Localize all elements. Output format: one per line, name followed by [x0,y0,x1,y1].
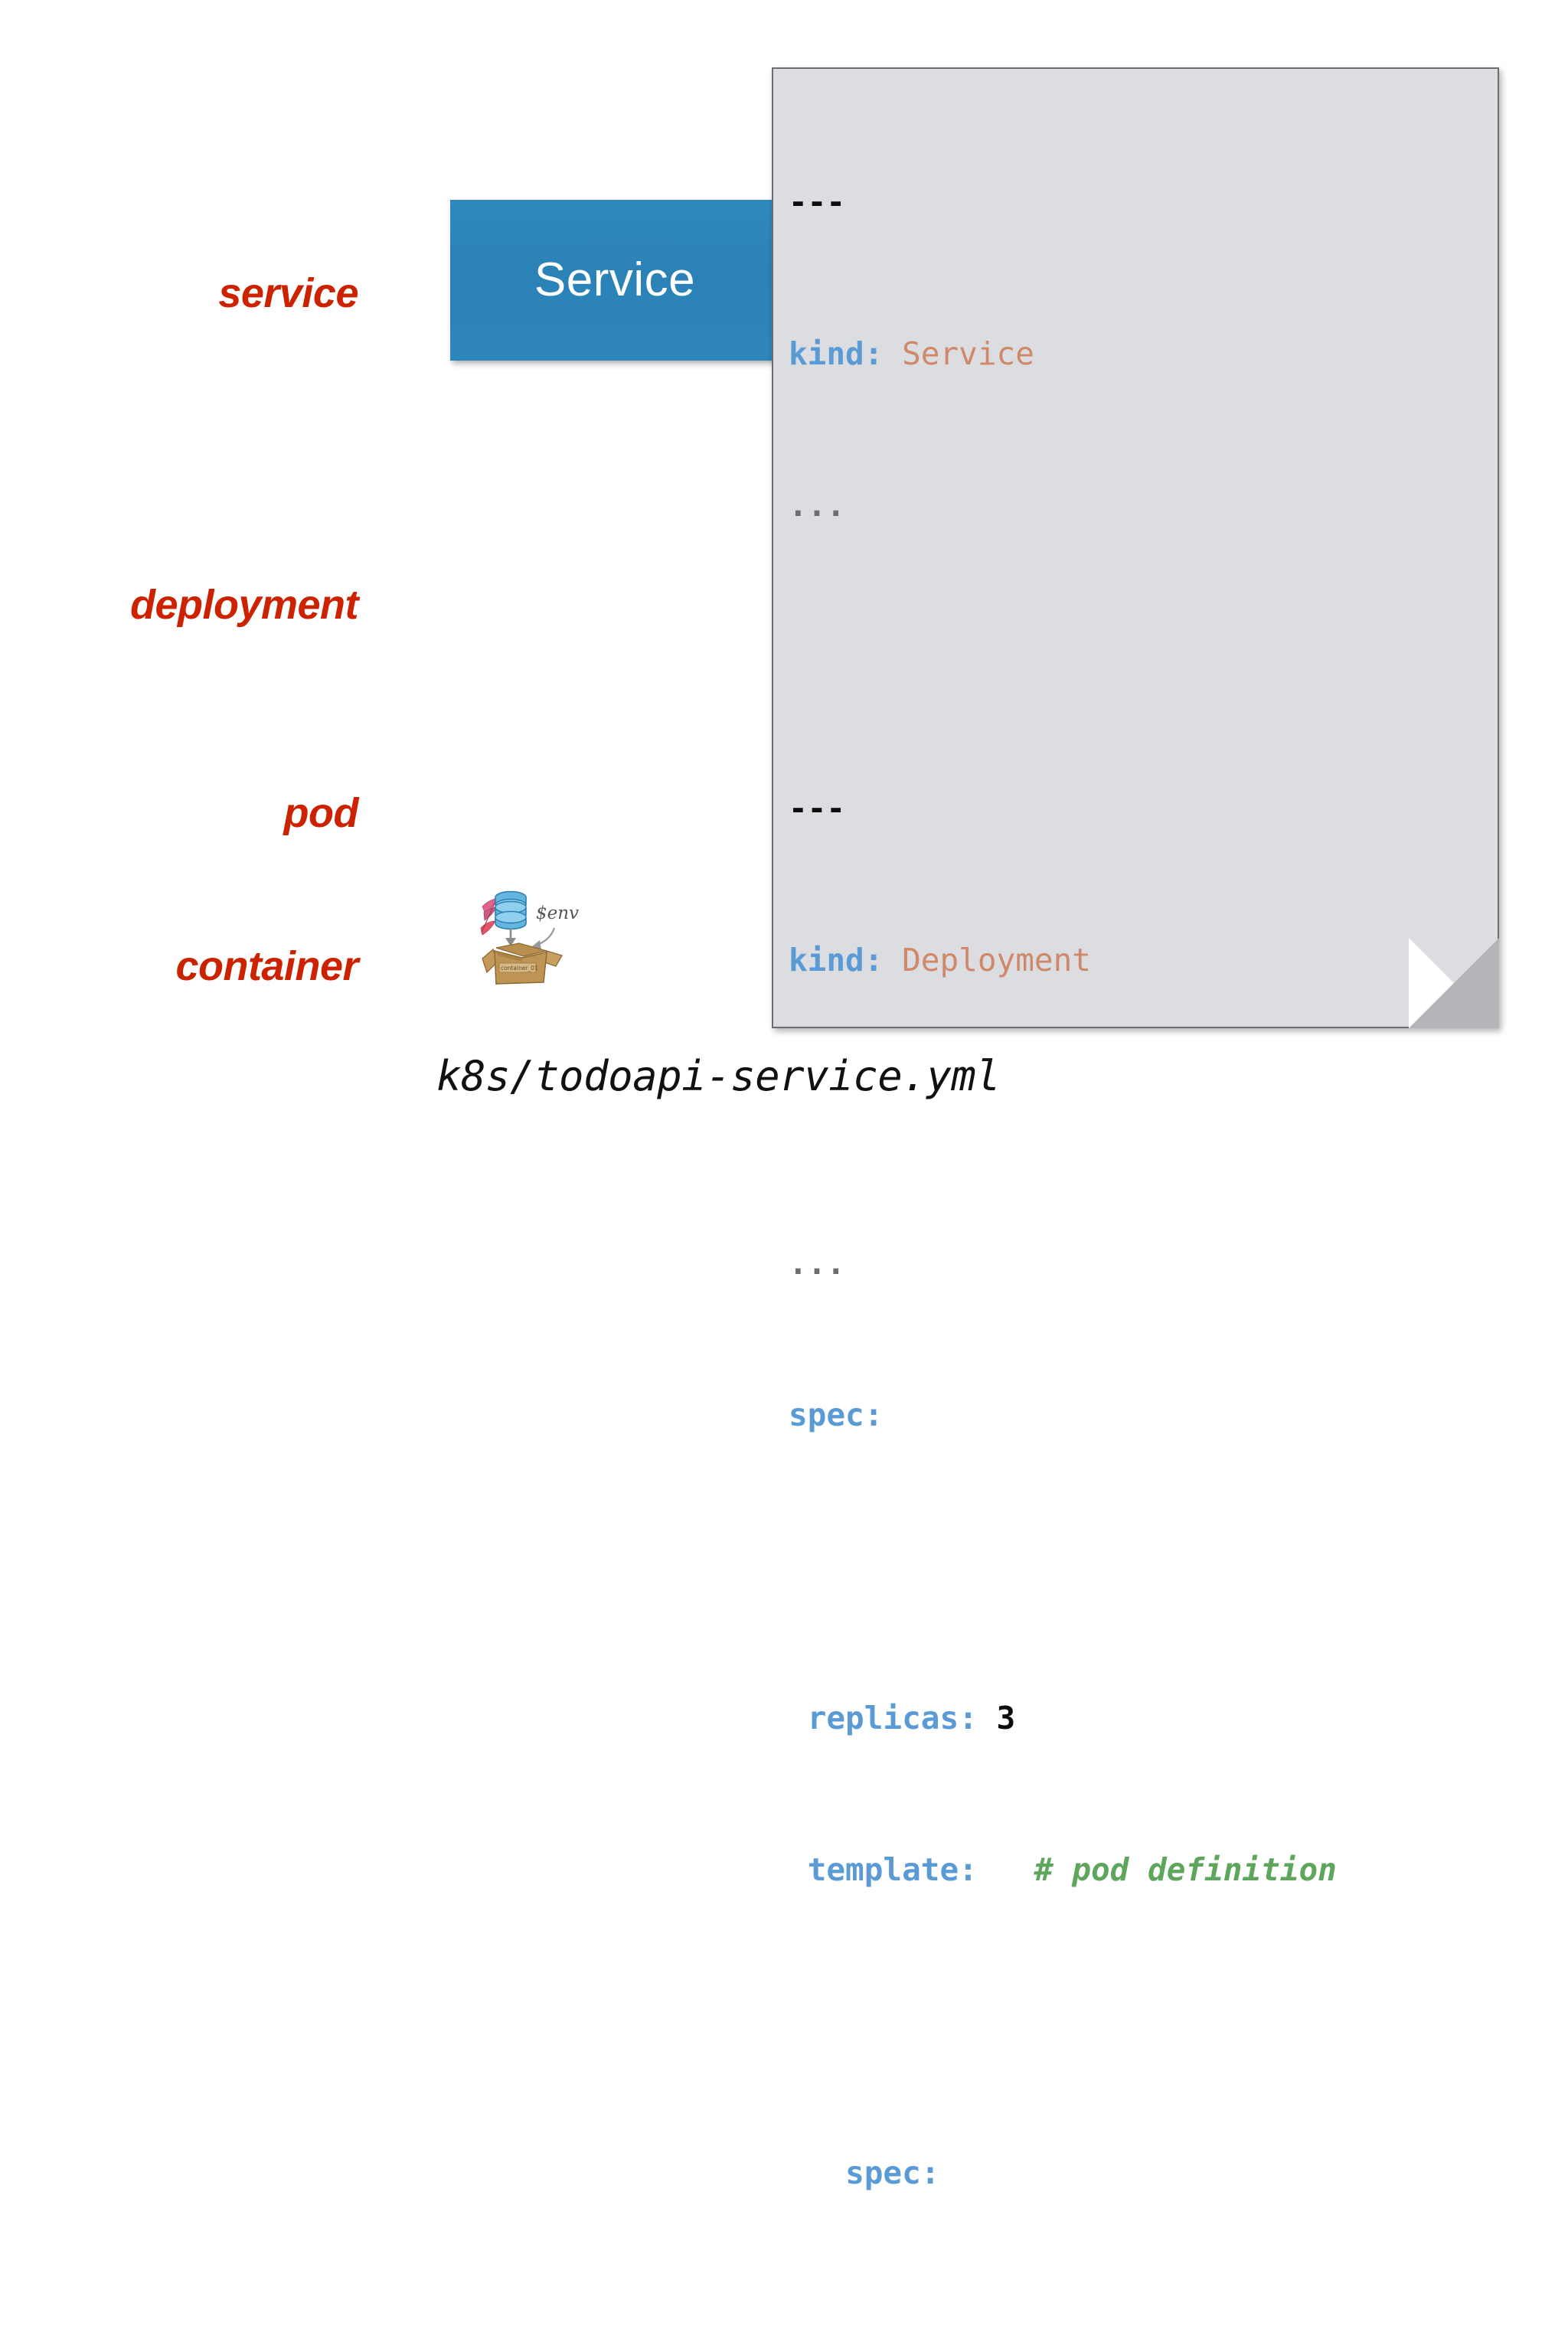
stage-label-service: service [218,270,358,316]
yaml-ellipsis: ... [789,487,846,524]
yaml-value-deployment: Deployment [902,942,1091,978]
code-space [883,338,902,370]
code-line-kind-deployment: kind: Deployment [789,932,1562,989]
yaml-value-service: Service [902,335,1034,372]
yaml-key-spec: spec: [789,1396,884,1433]
code-space [978,1703,997,1734]
code-line-kind-service: kind: Service [789,325,1562,383]
code-space [883,945,902,976]
yaml-comment-pod-definition: # pod definition [1034,1851,1337,1888]
stage-label-deployment: deployment [129,582,359,628]
code-indent [789,1854,808,1886]
code-line-blank-5 [789,2296,1562,2352]
container-box-label: container_01 [501,965,538,972]
yaml-key-kind: kind: [789,942,884,978]
slide-canvas: service deployment pod container Service… [129,67,1499,2189]
container-sketch-illustration: $env container_01 [476,882,606,997]
code-indent [789,1703,808,1734]
code-indent [789,2158,845,2189]
service-box: Service [450,200,779,361]
database-stack-icon [495,890,527,930]
yaml-key-spec: spec: [845,2154,940,2191]
yaml-key-template: template: [807,1851,978,1888]
yaml-value-replicas: 3 [996,1700,1016,1736]
code-line-replicas: replicas: 3 [789,1690,1562,1747]
code-line-template: template: # pod definition [789,1841,1562,1899]
code-line-separator-2: --- [789,780,1562,838]
code-line-blank-1 [789,629,1562,686]
yaml-key-replicas: replicas: [807,1700,978,1736]
yaml-ellipsis: ... [789,1245,846,1282]
arrow-down-icon [505,928,516,946]
yaml-key-kind: kind: [789,335,884,372]
filename-caption: k8s/todoapi-service.yml [436,1052,1001,1100]
code-line-blank-4 [789,1993,1562,2050]
code-line-spec-pod: spec: [789,2145,1562,2202]
filename-caption-plate: k8s/todoapi-service.yml [420,1050,1082,1102]
arrow-curve-icon [532,927,556,949]
code-space [978,1854,1034,1886]
page-fold-corner-icon [1409,938,1499,1028]
code-line-ellipsis-1: ... [789,477,1562,534]
stage-label-pod: pod [283,790,359,836]
yaml-separator: --- [789,790,846,827]
env-label: $env [536,903,579,923]
code-line-ellipsis-2: ... [789,1235,1562,1292]
yaml-code-block: --- kind: Service ... --- kind: Deployme… [789,80,1562,2352]
yaml-separator: --- [789,184,846,220]
stage-label-container: container [175,943,358,989]
code-line-spec-top: spec: [789,1387,1562,1444]
cardboard-box-icon: container_01 [482,942,563,985]
code-line-blank-3 [789,1538,1562,1596]
yaml-document-sheet [772,67,1499,1028]
code-line-separator-1: --- [789,174,1562,231]
service-box-label: Service [534,253,696,306]
